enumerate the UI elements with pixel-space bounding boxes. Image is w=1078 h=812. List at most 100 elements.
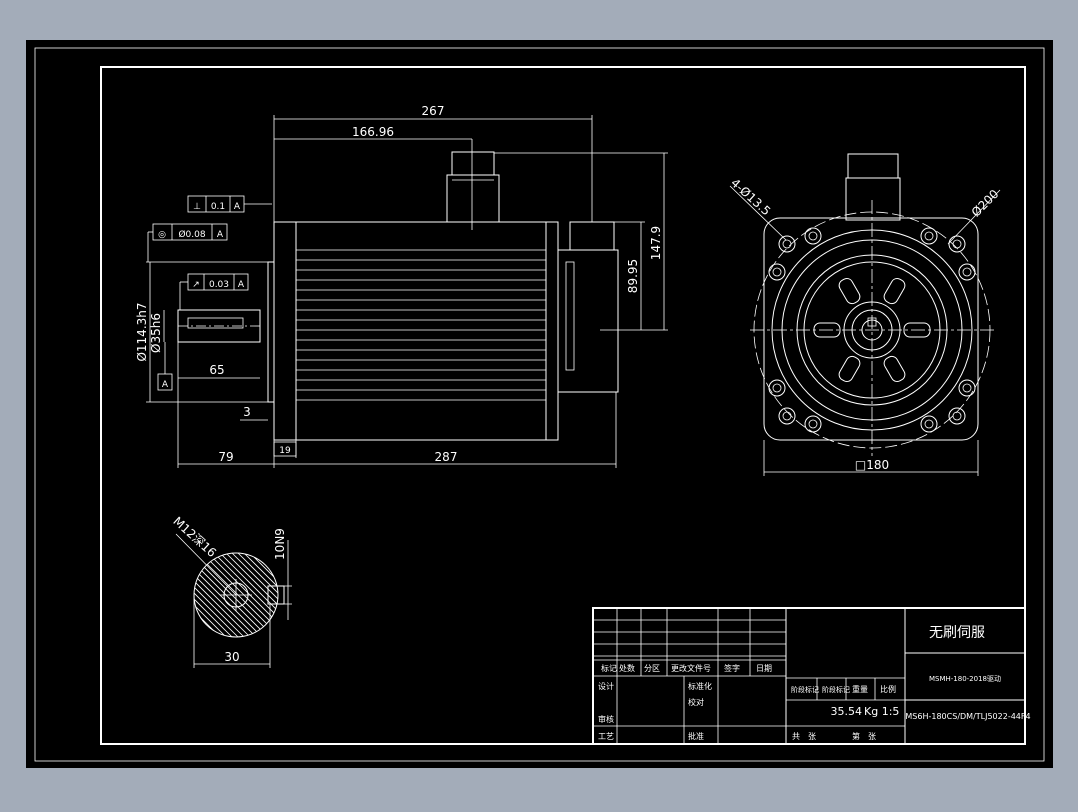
tb-label: 重量 — [852, 684, 868, 694]
hatch-line — [194, 553, 239, 637]
tb-scale: Kg 1:5 — [864, 705, 899, 718]
dim-65: 65 — [209, 363, 224, 377]
tb-label: 标记 — [601, 663, 617, 673]
hatch-line — [194, 553, 227, 637]
hatch-line — [237, 553, 278, 637]
runout-value: 0.03 — [209, 280, 229, 290]
tb-label: 日期 — [756, 664, 772, 673]
outer-frame — [34, 47, 1045, 762]
dim-79: 79 — [218, 450, 233, 464]
hatch-line — [231, 553, 278, 637]
tb-label: 设计 — [598, 681, 614, 691]
title-block: 无刷伺服 MSMH-180-2018驱动 MS6H-180CS/DM/TLJ50… — [592, 607, 1031, 745]
front-connector — [845, 177, 901, 221]
dim-key: 10N9 — [273, 528, 287, 560]
tb-label: 比例 — [880, 684, 896, 694]
gdt-concentricity: ◎ Ø0.08 A — [147, 223, 228, 262]
dim-35h6: Ø35h6 — [149, 313, 163, 353]
hatch-line — [194, 553, 251, 637]
bolt-hole-inner — [782, 411, 792, 421]
square-flange — [763, 217, 979, 441]
dim-267: 267 — [422, 104, 445, 118]
bolt-hole-inner — [782, 239, 792, 249]
gdt-runout: ↗ 0.03 A — [179, 273, 249, 310]
title-block-grid — [593, 608, 876, 744]
tb-drawing-no: MSMH-180-2018驱动 — [929, 674, 1001, 683]
bolt-holes — [768, 227, 976, 433]
bolt-hole — [948, 407, 966, 425]
runout-datum: A — [238, 280, 245, 290]
bolt-hole — [958, 263, 976, 281]
cooling-fins — [296, 249, 546, 401]
bolt-hole-inner — [952, 239, 962, 249]
tb-label: 标准化 — [688, 681, 712, 691]
pocket — [883, 355, 906, 383]
pocket — [838, 277, 861, 305]
perp-symbol: ⊥ — [193, 202, 201, 212]
tb-label: 共 — [792, 732, 800, 741]
tb-model: MS6H-180CS/DM/TLJ5022-44F4 — [905, 712, 1030, 721]
bolt-hole-inner — [952, 411, 962, 421]
bolt-hole — [958, 379, 976, 397]
datum-label: A — [162, 380, 169, 390]
dim-3: 3 — [243, 405, 251, 419]
tb-label: 批准 — [688, 731, 704, 741]
bolt-hole-inner — [808, 419, 818, 429]
dim-square: □180 — [855, 458, 889, 472]
datum-a: A — [157, 342, 173, 391]
leader-holes — [729, 185, 787, 241]
hatch-line — [194, 553, 233, 637]
runout-symbol: ↗ — [192, 280, 200, 290]
dim-114-3h7: Ø114.3h7 — [135, 302, 149, 361]
bolt-hole-inner — [808, 231, 818, 241]
concentric-value: Ø0.08 — [178, 229, 205, 240]
tb-label: 阶段标记 — [822, 685, 850, 694]
bolt-hole — [778, 235, 796, 253]
perp-datum: A — [234, 202, 241, 212]
gdt-perpendicularity: ⊥ 0.1 A — [187, 195, 272, 213]
tb-label: 分区 — [644, 664, 660, 673]
tb-label: 处数 — [619, 663, 635, 673]
hatch-line — [194, 553, 245, 637]
pocket — [883, 277, 906, 305]
encoder-slot — [565, 261, 575, 371]
hatch-line — [194, 553, 257, 637]
tb-label: 校对 — [688, 697, 704, 707]
hatch-line — [213, 553, 278, 637]
dim-30: 30 — [224, 650, 239, 664]
hatch-line — [219, 553, 278, 637]
bolt-hole — [778, 407, 796, 425]
leader-pcd — [947, 189, 1001, 245]
tb-name: 无刷伺服 — [929, 625, 985, 641]
hatch-line — [194, 553, 221, 637]
pocket — [838, 355, 861, 383]
concentric-datum: A — [217, 230, 224, 240]
bolt-hole-inner — [962, 267, 972, 277]
dim-287: 287 — [435, 450, 458, 464]
hatch-line — [243, 553, 278, 637]
bolt-hole-inner — [924, 231, 934, 241]
shaft-key — [187, 317, 244, 329]
tb-label: 工艺 — [598, 732, 614, 741]
bolt-hole — [920, 227, 938, 245]
drawing-border — [100, 66, 1026, 745]
bolt-hole — [948, 235, 966, 253]
tb-label: 第 — [852, 731, 860, 741]
tb-row-labels: 标记 处数 分区 更改文件号 签字 日期 设计 审核 工艺 标准化 校对 批准 … — [598, 663, 896, 741]
tb-label: 审核 — [598, 714, 614, 724]
perp-value: 0.1 — [211, 202, 225, 212]
leader-thread — [175, 533, 237, 596]
bolt-hole — [768, 379, 786, 397]
bolt-hole-inner — [962, 383, 972, 393]
tb-weight: 35.54 — [831, 705, 863, 718]
bolt-hole — [804, 415, 822, 433]
concentric-symbol: ◎ — [158, 230, 166, 240]
side-view: 267 166.96 147.9 89.95 Ø114.3h7 Ø35h6 65… — [135, 104, 668, 468]
bolt-hole — [804, 227, 822, 245]
tb-label: 更改文件号 — [671, 663, 711, 673]
paper — [26, 40, 1053, 768]
hatch-line — [249, 553, 278, 637]
dim-166-96: 166.96 — [352, 125, 394, 139]
tb-label: 张 — [868, 732, 876, 741]
